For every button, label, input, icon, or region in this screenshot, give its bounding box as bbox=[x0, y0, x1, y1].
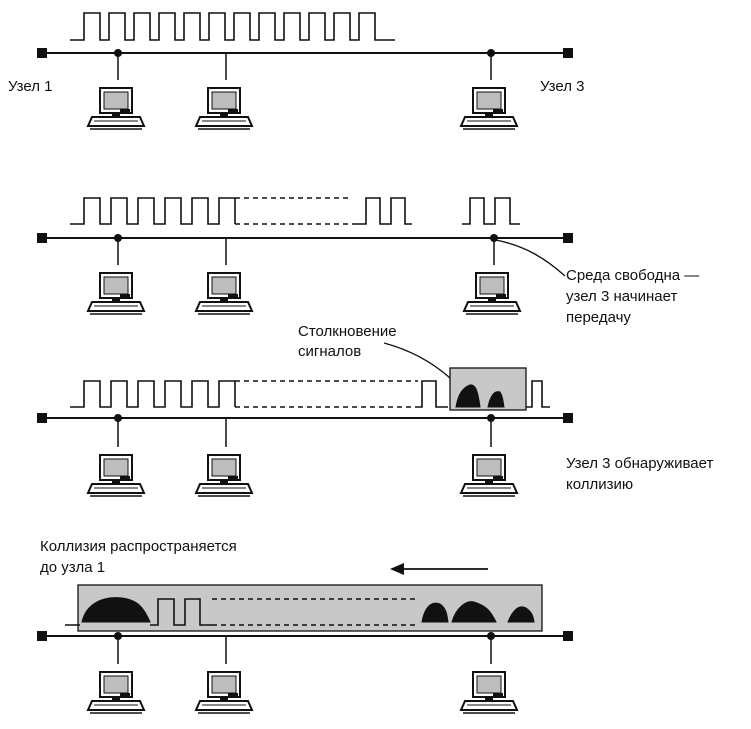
callout-line bbox=[495, 239, 566, 277]
computer-icon bbox=[460, 87, 518, 130]
computer-icon bbox=[195, 87, 253, 130]
computer-icon bbox=[195, 454, 253, 497]
signal-waveform bbox=[418, 380, 550, 408]
computer-icon bbox=[87, 671, 145, 714]
computer-icon bbox=[460, 454, 518, 497]
panel-1: Узел 1 Узел 3 bbox=[8, 12, 585, 130]
bus-terminator-icon bbox=[37, 233, 47, 243]
signal-waveform bbox=[352, 197, 412, 225]
arrow-left-icon bbox=[390, 563, 488, 575]
computer-icon bbox=[87, 87, 145, 130]
bus-terminator-icon bbox=[563, 233, 573, 243]
computer-icon bbox=[87, 272, 145, 315]
computer-icon bbox=[87, 454, 145, 497]
node3-detects-label: Узел 3 обнаруживает коллизию bbox=[566, 455, 718, 493]
computer-icon bbox=[460, 671, 518, 714]
bus-terminator-icon bbox=[37, 413, 47, 423]
medium-free-label: Среда свободна — узел 3 начинает передач… bbox=[566, 267, 703, 326]
collision-waveform bbox=[455, 384, 505, 408]
panel-3: Столкновение сигналов Узел 3 обнаруживае… bbox=[37, 323, 718, 497]
bus-terminator-icon bbox=[563, 48, 573, 58]
bus-terminator-icon bbox=[37, 48, 47, 58]
computer-icon bbox=[195, 671, 253, 714]
bus-terminator-icon bbox=[563, 631, 573, 641]
signal-waveform bbox=[70, 12, 395, 41]
collision-label: Столкновение сигналов bbox=[298, 323, 401, 360]
signal-waveform bbox=[70, 197, 236, 225]
node3-signal-waveform bbox=[462, 197, 520, 225]
bus-terminator-icon bbox=[563, 413, 573, 423]
signal-waveform bbox=[65, 598, 212, 626]
computer-icon bbox=[195, 272, 253, 315]
panel-4: Коллизия распространяется до узла 1 bbox=[37, 538, 573, 714]
collision-propagates-label: Коллизия распространяется до узла 1 bbox=[40, 538, 241, 576]
panel-2: Среда свободна — узел 3 начинает передач… bbox=[37, 197, 703, 326]
signal-waveform bbox=[70, 380, 236, 408]
node1-label: Узел 1 bbox=[8, 78, 53, 95]
callout-line bbox=[383, 342, 451, 379]
bus-terminator-icon bbox=[37, 631, 47, 641]
computer-icon bbox=[463, 272, 521, 315]
collision-waveform bbox=[81, 597, 535, 623]
node3-label: Узел 3 bbox=[540, 78, 585, 95]
